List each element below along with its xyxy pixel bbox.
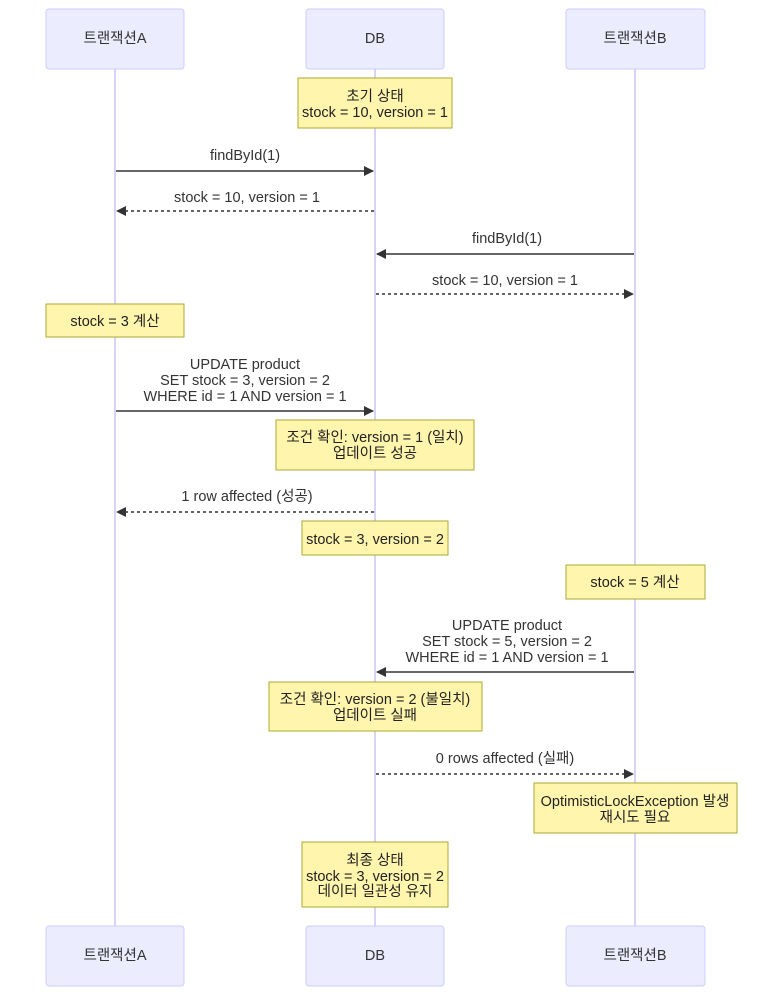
message-db-fail-b: 0 rows affected (실패) xyxy=(376,750,634,779)
note-text: stock = 3, version = 2 xyxy=(306,532,444,548)
message-b-findbyid: findById(1) xyxy=(376,231,634,259)
actor-label: 트랜잭션A xyxy=(83,947,146,964)
note-text: 최종 상태 xyxy=(346,852,403,869)
actor-label: DB xyxy=(365,31,385,47)
note-check-fail: 조건 확인: version = 2 (불일치) 업데이트 실패 xyxy=(268,681,483,732)
message-label: WHERE id = 1 AND version = 1 xyxy=(143,389,346,405)
actor-db-bottom: DB xyxy=(305,925,445,987)
note-text: 업데이트 실패 xyxy=(333,707,417,724)
note-text: 조건 확인: version = 1 (일치) xyxy=(286,429,463,446)
actor-label: 트랜잭션A xyxy=(83,30,146,47)
note-text: 재시도 필요 xyxy=(600,809,671,826)
note-text: 업데이트 성공 xyxy=(333,445,417,462)
note-b-calc: stock = 5 계산 xyxy=(565,564,706,600)
note-check-success: 조건 확인: version = 1 (일치) 업데이트 성공 xyxy=(275,419,475,471)
message-label: stock = 10, version = 1 xyxy=(432,273,578,289)
message-label: SET stock = 3, version = 2 xyxy=(160,373,330,389)
actor-a-bottom: 트랜잭션A xyxy=(45,925,185,987)
actor-label: 트랜잭션B xyxy=(603,947,666,964)
message-label: 1 row affected (성공) xyxy=(181,488,312,505)
message-label: SET stock = 5, version = 2 xyxy=(422,634,592,650)
note-text: stock = 3 계산 xyxy=(70,313,159,330)
note-db-state: stock = 3, version = 2 xyxy=(301,520,449,556)
actor-label: 트랜잭션B xyxy=(603,30,666,47)
note-text: stock = 5 계산 xyxy=(590,574,679,591)
note-text: stock = 10, version = 1 xyxy=(302,105,448,121)
message-b-update: UPDATE product SET stock = 5, version = … xyxy=(376,618,634,677)
actor-b-bottom: 트랜잭션B xyxy=(565,925,706,987)
message-db-return-a: stock = 10, version = 1 xyxy=(116,190,374,216)
note-text: OptimisticLockException 발생 xyxy=(541,793,730,810)
message-db-return-b: stock = 10, version = 1 xyxy=(376,273,634,299)
actor-db-top: DB xyxy=(305,8,445,70)
note-initial-state: 초기 상태 stock = 10, version = 1 xyxy=(297,77,453,129)
note-a-calc: stock = 3 계산 xyxy=(45,303,185,338)
message-label: findById(1) xyxy=(210,148,280,164)
message-label: UPDATE product xyxy=(190,357,300,373)
note-text: stock = 3, version = 2 xyxy=(306,869,444,885)
message-label: WHERE id = 1 AND version = 1 xyxy=(405,650,608,666)
message-db-success-a: 1 row affected (성공) xyxy=(116,488,374,517)
message-a-findbyid: findById(1) xyxy=(116,148,374,176)
message-label: findById(1) xyxy=(472,231,542,247)
note-text: 초기 상태 xyxy=(346,88,403,105)
note-text: 조건 확인: version = 2 (불일치) xyxy=(280,691,470,708)
actor-a-top: 트랜잭션A xyxy=(45,8,185,70)
message-label: UPDATE product xyxy=(452,618,562,634)
message-label: stock = 10, version = 1 xyxy=(174,190,320,206)
message-a-update: UPDATE product SET stock = 3, version = … xyxy=(116,357,374,416)
note-text: 데이터 일관성 유지 xyxy=(318,883,433,900)
note-exception: OptimisticLockException 발생 재시도 필요 xyxy=(533,782,738,834)
message-label: 0 rows affected (실패) xyxy=(436,750,574,767)
note-final-state: 최종 상태 stock = 3, version = 2 데이터 일관성 유지 xyxy=(301,841,449,908)
actor-label: DB xyxy=(365,948,385,964)
actor-b-top: 트랜잭션B xyxy=(565,8,706,70)
